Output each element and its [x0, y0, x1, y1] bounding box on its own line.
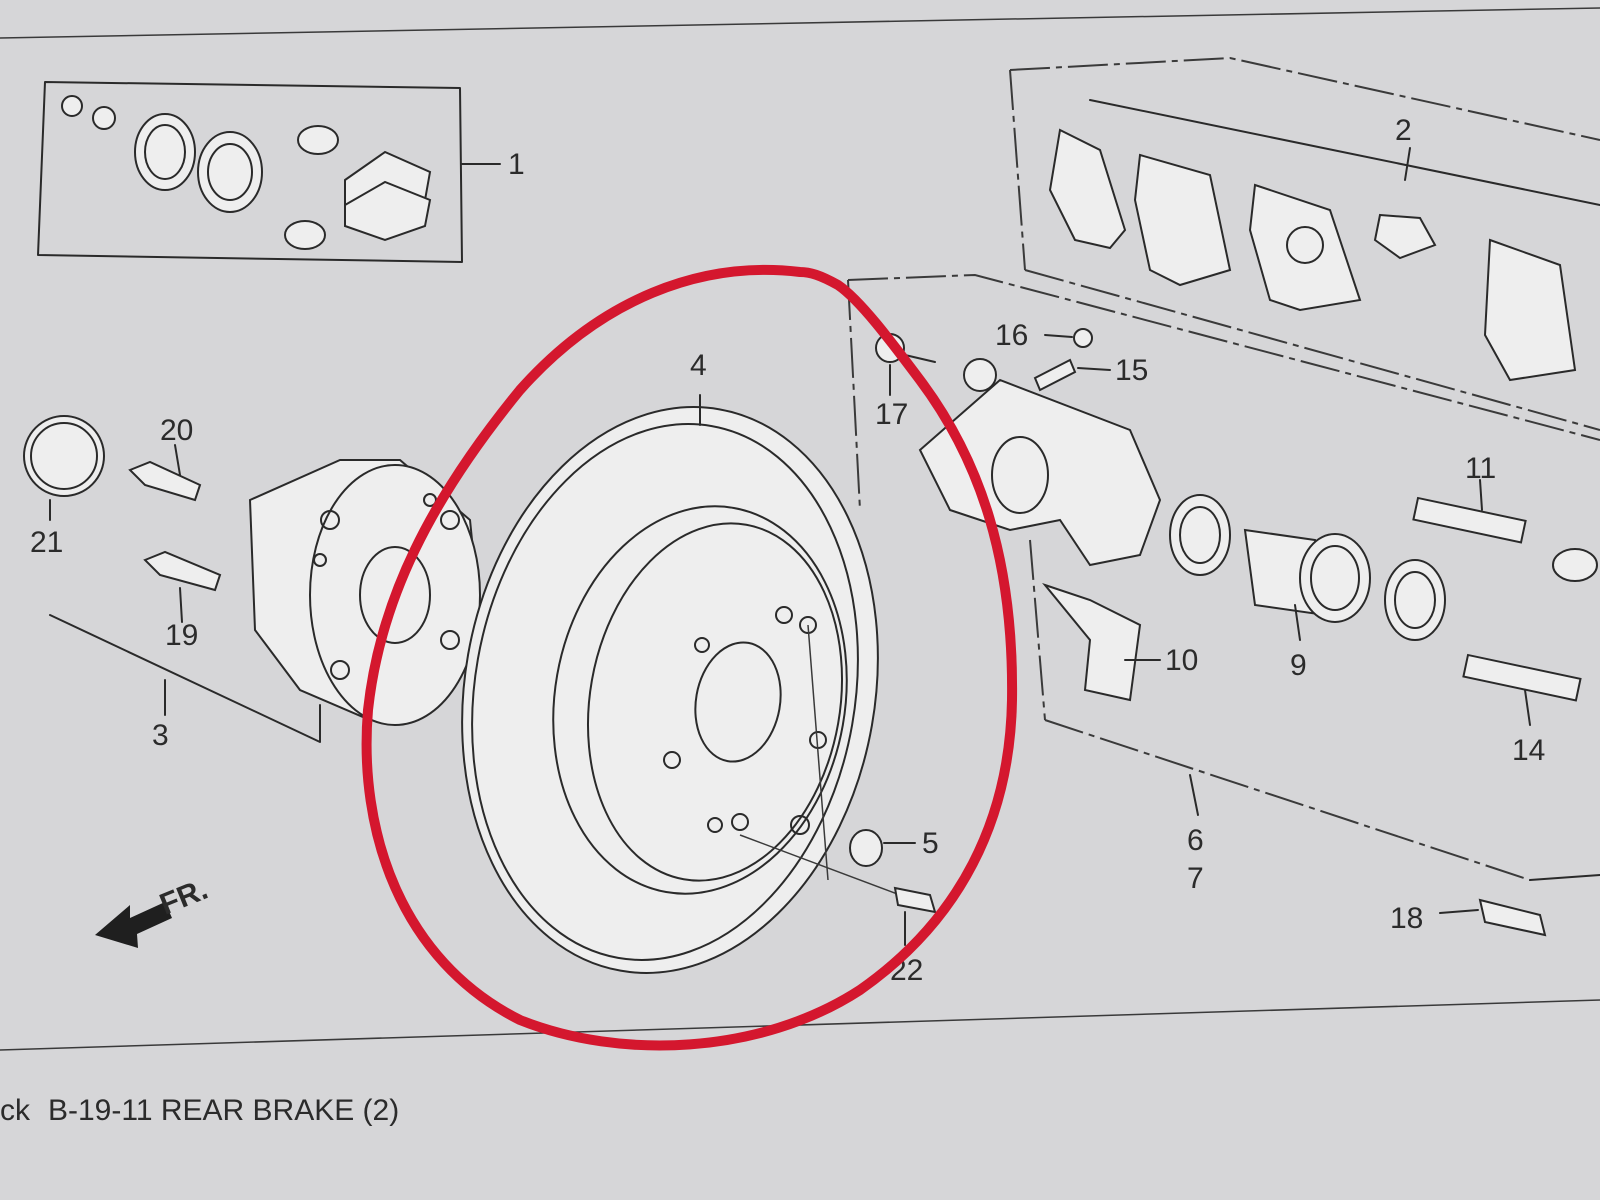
pad-box-outline	[1009, 56, 1600, 141]
caliper-body-icon	[918, 378, 1162, 567]
small-seal-icon	[92, 106, 116, 130]
callout-label: 4	[690, 349, 707, 382]
front-direction-marker: FR.	[95, 873, 212, 948]
callout-label: 16	[995, 319, 1028, 352]
hub-bolt-icon	[128, 460, 202, 502]
callout-label: 7	[1187, 862, 1204, 895]
callout-label: 18	[1390, 902, 1423, 935]
pad-set-group: 2	[1009, 56, 1600, 431]
callout-label: 15	[1115, 354, 1148, 387]
guide-pin-icon	[1462, 653, 1582, 702]
callout-label: 10	[1165, 644, 1198, 677]
callout-label: 17	[875, 398, 908, 431]
pin-boot-icon	[284, 220, 326, 250]
callout-label: 6	[1187, 824, 1204, 857]
callout-label: 14	[1512, 734, 1545, 767]
brake-pad-icon	[1248, 183, 1362, 312]
disc-screw-icon	[893, 886, 937, 914]
diagram-caption: B-19-11 REAR BRAKE (2)	[48, 1094, 399, 1127]
callout-label: 9	[1290, 649, 1307, 682]
callout-label: 20	[160, 414, 193, 447]
small-seal-icon	[61, 95, 83, 117]
caption-prefix: ck	[0, 1094, 31, 1127]
callout-label: 1	[508, 148, 525, 181]
caliper-group: 6 7 17 16 15 9 10 11 14	[847, 273, 1600, 937]
bleeder-cap-icon	[1073, 328, 1093, 348]
callout-label: 3	[152, 719, 169, 752]
caliper-box-outline	[847, 273, 1600, 441]
seal-kit-box	[37, 81, 463, 263]
pad-shim-icon	[1483, 238, 1577, 382]
pad-shim-icon	[1048, 128, 1127, 250]
spacer-icon	[849, 829, 883, 867]
pin-boot-icon	[297, 125, 339, 155]
seal-kit-group: 1	[37, 81, 525, 263]
brake-disc-group: 4 5 22	[461, 349, 939, 987]
red-highlight-circle	[361, 264, 1018, 1051]
callout-label: 21	[30, 526, 63, 559]
bracket-bolt-icon	[1478, 898, 1547, 937]
hub-group: 21 20 19 3	[23, 414, 482, 752]
bleeder-boss-icon	[963, 358, 997, 392]
front-marker-label: FR.	[155, 873, 212, 922]
hub-bolt-icon	[143, 550, 222, 592]
callout-label: 2	[1395, 114, 1412, 147]
shim-kit-icon	[344, 180, 432, 242]
brake-pad-icon	[1133, 153, 1232, 287]
front-arrow-icon	[95, 902, 172, 948]
callout-label: 11	[1465, 452, 1496, 485]
callout-label: 19	[165, 619, 198, 652]
callout-label: 5	[922, 827, 939, 860]
guide-pin-icon	[1412, 496, 1527, 544]
caliper-bracket-clip-icon	[1042, 582, 1142, 702]
bleeder-screw-icon	[1033, 358, 1077, 392]
top-border-line	[0, 7, 1600, 39]
o-ring-icon	[23, 415, 105, 497]
pin-boot-icon	[1552, 548, 1598, 582]
brake-disc-icon	[461, 406, 879, 974]
pad-clip-icon	[1373, 213, 1437, 260]
